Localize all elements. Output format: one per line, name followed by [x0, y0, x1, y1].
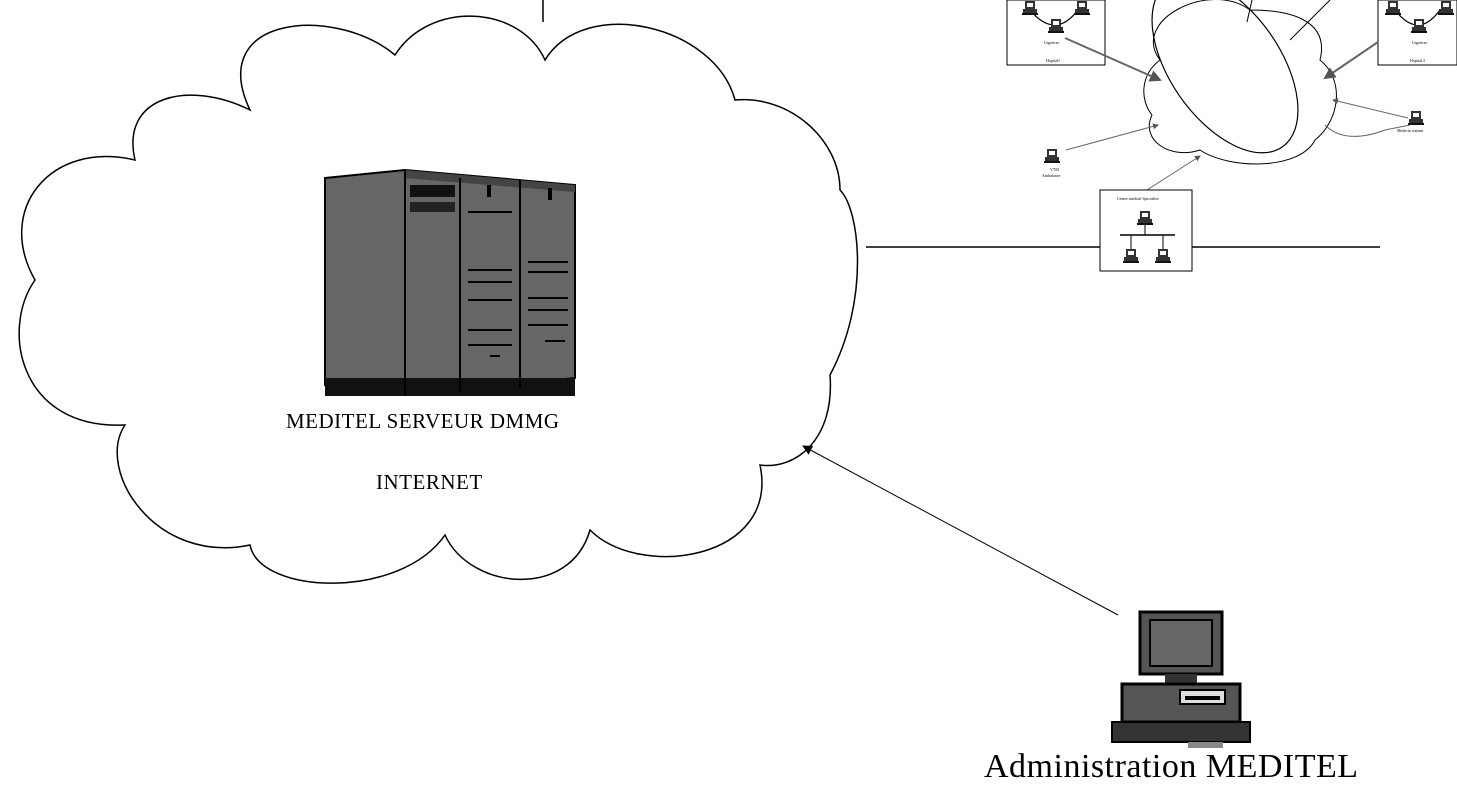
server-label: MEDITEL SERVEUR DMMG [286, 409, 560, 433]
hospital2-name-label: Hopital 2 [1410, 58, 1425, 63]
internet-label: INTERNET [376, 470, 483, 494]
medecin-pc-icon [1408, 111, 1424, 125]
mini-network-diagram [1006, 0, 1457, 272]
ambulance-top-label: VTM [1050, 167, 1059, 172]
ambulance-label: Ambulance [1042, 173, 1061, 178]
wan-ellipse [1151, 0, 1299, 154]
server-icon [324, 168, 576, 397]
hospital1-urgences-label: Urgences [1044, 40, 1060, 45]
admin-link-arrow [802, 445, 1119, 616]
centre-medical-box [1099, 189, 1193, 272]
hospital1-name-label: Hopital1 [1046, 58, 1060, 63]
ambulance-pc-icon [1044, 149, 1060, 163]
hospital2-urgences-label: Urgences [1412, 40, 1428, 45]
admin-computer-icon [1111, 610, 1251, 748]
medecin-label: Medecin traitant [1397, 128, 1424, 133]
centre-medical-label: Centre medical Specialise [1117, 196, 1159, 201]
wan-cloud [1143, 0, 1337, 165]
admin-label: Administration MEDITEL [984, 748, 1359, 785]
